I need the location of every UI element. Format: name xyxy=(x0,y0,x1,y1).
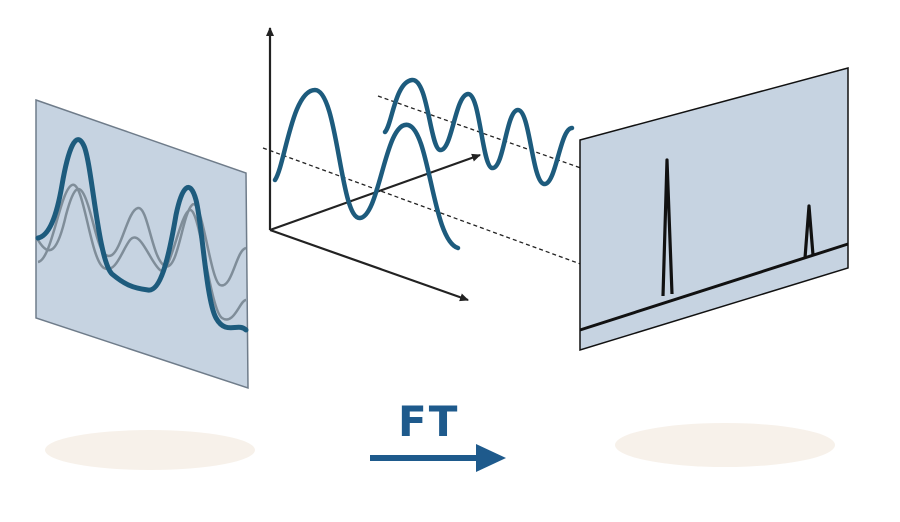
time-axis xyxy=(269,228,469,302)
component-wave-high xyxy=(36,187,247,287)
ft-arrow-head xyxy=(476,444,506,472)
axes-3d xyxy=(266,27,481,302)
left-smudge xyxy=(45,430,255,470)
component-wave-low xyxy=(37,183,247,321)
ft-arrow-group: FT xyxy=(370,397,506,472)
spectrum-baseline xyxy=(579,242,849,332)
time-domain-panel xyxy=(35,98,249,390)
frequency-domain-panel xyxy=(579,67,849,352)
spectrum-peak-high xyxy=(803,204,815,259)
right-smudge xyxy=(615,423,835,467)
composite-signal xyxy=(35,137,249,333)
low-frequency-wave xyxy=(272,87,461,251)
high-frequency-wave xyxy=(382,77,575,187)
spectrum-peak-low xyxy=(661,158,674,297)
ft-label: FT xyxy=(398,397,459,446)
